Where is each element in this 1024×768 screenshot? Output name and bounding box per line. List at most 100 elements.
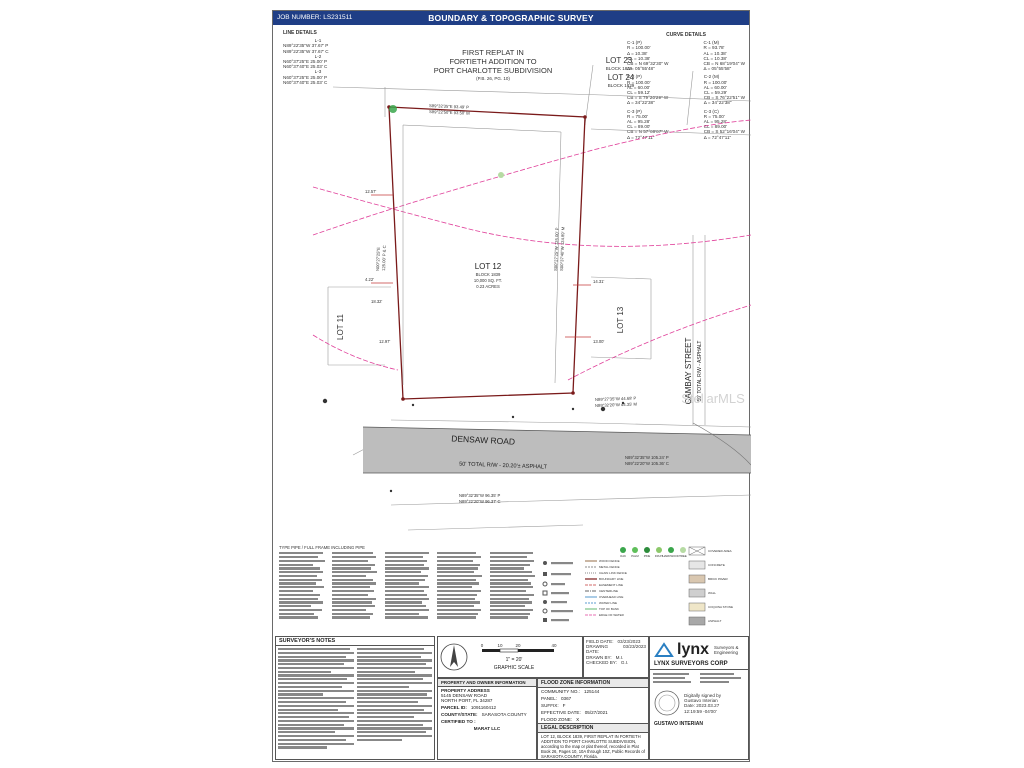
- lot-12-block: BLOCK 1839: [476, 272, 501, 277]
- property-address-label: PROPERTY ADDRESS: [441, 688, 490, 693]
- job-number: JOB NUMBER: LS231511: [277, 14, 353, 21]
- bearing-road-4: N89°22'20"W 96.37' C: [459, 499, 501, 504]
- svg-text:BOUNDARY LINE: BOUNDARY LINE: [599, 577, 623, 581]
- dim-12-57: 12.57': [365, 189, 376, 194]
- tree-legend: [620, 547, 686, 553]
- svg-text:BRICK PAVER: BRICK PAVER: [708, 577, 729, 581]
- cambay-street-label: CAMBAY STREET: [684, 337, 693, 404]
- svg-text:WALL: WALL: [708, 591, 716, 595]
- line-l3: L-3 N60°37'25"E 25.00' P N60°37'40"E 25.…: [283, 69, 328, 85]
- north-arrow-icon: [440, 643, 468, 671]
- bearing-east-p: S00°27'25"W 125.00' P: [553, 227, 560, 271]
- scale-seg-1: [482, 649, 500, 652]
- line-legend-labels: WOOD FENCE METAL FENCE CHAIN LINK FENCE …: [599, 559, 627, 617]
- flood-heading: FLOOD ZONE INFORMATION: [538, 679, 648, 688]
- scale-ticks: 0 10 20 40: [481, 643, 557, 648]
- svg-text:PINE: PINE: [644, 554, 651, 558]
- dim-14-31: 14.31': [593, 279, 604, 284]
- notes-body: [276, 646, 434, 752]
- svg-text:FRUIT: FRUIT: [655, 554, 664, 558]
- svg-text:OVERHEAD LINE: OVERHEAD LINE: [599, 595, 623, 599]
- dim-12-97: 12.97': [379, 339, 390, 344]
- surveyor-seal-icon: [654, 690, 680, 716]
- lot-11-label: LOT 11: [336, 313, 345, 339]
- notes-heading: SURVEYOR'S NOTES: [276, 637, 434, 646]
- graphic-scale-box: 0 10 20 40 1" = 20' GRAPHIC SCALE: [437, 636, 583, 678]
- lot-24-sub: BLOCK 1839: [608, 83, 635, 88]
- bearing-north-p: S89°32'35"E 93.49' P: [429, 103, 469, 110]
- flood-zone-lines: [312, 119, 751, 381]
- svg-text:COQUINA STONE: COQUINA STONE: [708, 605, 733, 609]
- line-l2: L-2 N60°37'25"E 25.00' P N60°37'40"E 25.…: [283, 53, 328, 70]
- fill-legend-labels: COVERED AREA CONCRETE BRICK PAVER WALL C…: [708, 549, 733, 623]
- property-address-line-2: NORTH PORT, FL 34287: [441, 698, 493, 703]
- svg-text:CHAIN LINK FENCE: CHAIN LINK FENCE: [599, 571, 627, 575]
- line-details-heading: LINE DETAILS: [283, 30, 317, 36]
- surveyor-name: GUSTAVO INTERIAN: [654, 721, 703, 728]
- subdivision-line-3: PORT CHARLOTTE SUBDIVISION: [434, 66, 553, 75]
- bearing-west-2: 125.00' P & C: [381, 245, 387, 271]
- flood-zone-info: FLOOD ZONE INFORMATION COMMUNITY NO.:125…: [537, 678, 649, 760]
- tree-legend-labels: OAK PALM PINE FRUIT HARDWOOD TREE: [620, 554, 687, 558]
- dim-18-32: 18.32': [371, 299, 382, 304]
- lot-23-label: LOT 23: [606, 56, 633, 65]
- scale-caption: GRAPHIC SCALE: [494, 665, 535, 671]
- svg-text:EASEMENT LINE: EASEMENT LINE: [599, 583, 623, 587]
- svg-text:40: 40: [551, 643, 557, 648]
- bearing-south-m: N89°32'20"W 44.35' M: [595, 402, 638, 408]
- svg-text:OAK: OAK: [620, 554, 626, 558]
- line-l1: L-1 N89°22'35"W 37.67' P N89°22'35"W 37.…: [283, 38, 329, 54]
- survey-points: [322, 398, 625, 493]
- bearing-road-3: N89°32'35"W 96.35' P: [459, 493, 501, 498]
- tree-icon: [389, 105, 504, 178]
- bearing-south-p: N89°27'35"W 44.68' P: [595, 396, 637, 402]
- curve-details-heading: CURVE DETAILS: [666, 32, 706, 38]
- abbreviation-grid: [279, 552, 539, 620]
- bearing-labels: S89°32'35"E 93.49' P S89°22'50"E 93.50' …: [365, 103, 669, 504]
- lot-12-label: LOT 12: [475, 262, 502, 271]
- survey-map: FIRST REPLAT IN FORTIETH ADDITION TO POR…: [312, 48, 751, 531]
- scale-seg-2: [499, 648, 519, 653]
- lot-12-area: 10,000 SQ. FT.: [474, 278, 502, 283]
- svg-text:CENTERLINE: CENTERLINE: [599, 589, 618, 593]
- subdivision-line-1: FIRST REPLAT IN: [462, 48, 524, 57]
- bearing-road-1: N89°32'35"W 105.24' P: [625, 455, 669, 460]
- point-symbol-text: [551, 562, 573, 622]
- surveyors-notes: SURVEYOR'S NOTES: [275, 636, 435, 760]
- svg-text:WOOD FENCE: WOOD FENCE: [599, 559, 620, 563]
- property-info: PROPERTY AND OWNER INFORMATION PROPERTY …: [437, 678, 537, 760]
- lot-12-acres: 0.23 ACRES: [476, 284, 500, 289]
- curve-c1: C-1 (P)R = 100.00' Δ = 10.38'CL = 10.38'…: [627, 40, 745, 72]
- svg-text:METAL FENCE: METAL FENCE: [599, 565, 620, 569]
- legal-description: LOT 12, BLOCK 1839, FIRST REPLAT IN FORT…: [541, 734, 645, 759]
- bearing-north-m: S89°22'50"E 93.50' M: [429, 109, 470, 116]
- bearing-east-m: S00°37'40"W 124.89' M: [559, 226, 566, 271]
- survey-sheet: JOB NUMBER: LS231511 BOUNDARY & TOPOGRAP…: [272, 10, 751, 762]
- point-symbols: [542, 561, 548, 622]
- company-block: lynx Surveyors &Engineering LYNX SURVEYO…: [649, 636, 749, 760]
- legend-heading: TYPE PIPE / FULL FRAME INCLUDING PIPE: [279, 545, 365, 550]
- property-heading: PROPERTY AND OWNER INFORMATION: [438, 679, 536, 687]
- setback-lines: [402, 124, 562, 385]
- line-details: LINE DETAILS L-1 N89°22'35"W 37.67' P N8…: [283, 30, 353, 85]
- densaw-road-label: DENSAW ROAD: [451, 433, 515, 446]
- title-bar: JOB NUMBER: LS231511 BOUNDARY & TOPOGRAP…: [273, 11, 749, 25]
- curve-c3: C-3 (P)R = 75.00' AL = 95.28'CL = 89.00'…: [627, 108, 745, 140]
- lot-23-sub: BLOCK 1839: [606, 66, 633, 71]
- bearing-road-2: N89°22'20"W 105.36' C: [625, 461, 669, 466]
- svg-text:TOP OF BANK: TOP OF BANK: [599, 607, 619, 611]
- legend-symbols: OAK PALM PINE FRUIT HARDWOOD TREE: [542, 546, 733, 626]
- dates-box: FIELD DATE:03/23/2023 DRAWING DATE:03/23…: [583, 636, 649, 678]
- property-address-line-1: 5145 DENSAW ROAD: [441, 693, 488, 698]
- survey-title: BOUNDARY & TOPOGRAPHIC SURVEY: [428, 13, 594, 23]
- certified-to: MARAT LLC: [473, 726, 501, 731]
- company-name: LYNX SURVEYORS CORP: [650, 661, 748, 670]
- curve-c2: C-2 (P)R = 100.00' AL = 60.00'CL = 59.12…: [627, 74, 745, 106]
- lynx-logo: lynx Surveyors &Engineering: [650, 637, 748, 661]
- svg-text:TREE: TREE: [679, 554, 687, 558]
- densaw-road-desc: 50' TOTAL R/W - 20.20'± ASPHALT: [459, 461, 548, 470]
- county: SARASOTA COUNTY: [481, 712, 527, 717]
- svg-text:EDGE OF WATER: EDGE OF WATER: [599, 613, 625, 617]
- legal-heading: LEGAL DESCRIPTION: [538, 723, 648, 733]
